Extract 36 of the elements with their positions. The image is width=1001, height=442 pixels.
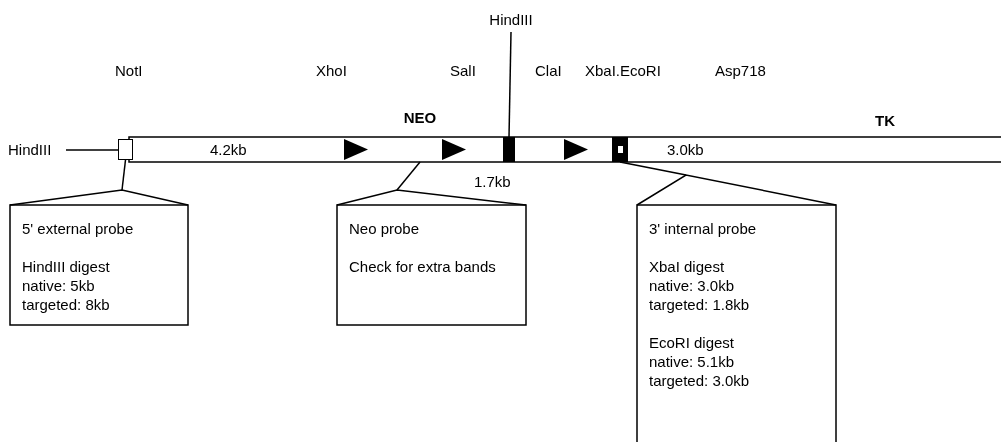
probe-note: XbaI digest (649, 257, 726, 276)
probe-note: native: 5.1kb (649, 352, 736, 371)
size-label: 1.7kb (474, 173, 511, 191)
probe-callout-box (637, 175, 836, 442)
leader-line (508, 31, 512, 138)
probe-note: native: 3.0kb (649, 276, 736, 295)
site-label: XbaI.EcoRI (585, 62, 661, 80)
probe-title: Neo probe (349, 219, 421, 238)
site-block (503, 137, 515, 162)
cassette-label: NEO (402, 108, 438, 128)
site-label: XhoI (316, 62, 347, 80)
site-label: NotI (115, 62, 143, 80)
probe-note: EcoRI digest (649, 333, 736, 352)
leader-line (619, 161, 687, 176)
probe-note: targeted: 8kb (22, 295, 111, 314)
size-label: 3.0kb (667, 141, 704, 159)
probe-title: 3' internal probe (649, 219, 758, 238)
size-label: 4.2kb (210, 141, 247, 159)
site-block (612, 137, 628, 162)
gene-label: TK (875, 112, 895, 130)
probe-callout-box (337, 190, 526, 325)
probe-note: Check for extra bands (349, 257, 497, 276)
probe-note: targeted: 3.0kb (649, 371, 751, 390)
leader-line (121, 159, 127, 191)
leader-line (396, 161, 421, 191)
site-label: HindIII (488, 10, 534, 30)
probe-note: native: 5kb (22, 276, 96, 295)
site-label: ClaI (535, 62, 562, 80)
site-label: HindIII (8, 141, 52, 159)
probe-title: 5' external probe (22, 219, 135, 238)
probe-region-box (118, 139, 133, 160)
probe-callout-box (10, 190, 188, 325)
site-label: SalI (450, 62, 476, 80)
site-label: Asp718 (715, 62, 766, 80)
probe-note: HindIII digest (22, 257, 111, 276)
probe-note: targeted: 1.8kb (649, 295, 751, 314)
